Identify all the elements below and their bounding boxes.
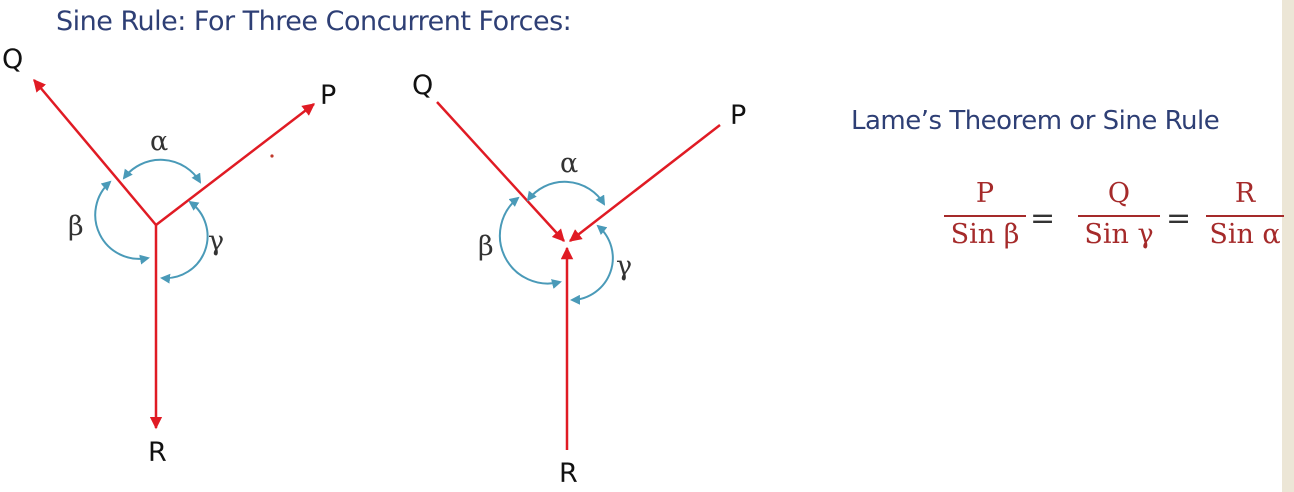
left-label-alpha: α xyxy=(150,126,168,157)
sine-rule-formula: P Sin β = Q Sin γ = R Sin α xyxy=(944,178,1284,268)
fraction-bar xyxy=(944,215,1026,217)
right-angle-beta-arc xyxy=(498,196,562,289)
right-force-q-arrow xyxy=(436,101,565,242)
lames-theorem-heading: Lame’s Theorem or Sine Rule xyxy=(851,106,1220,136)
fraction-denominator: Sin α xyxy=(1209,219,1281,250)
left-label-beta: β xyxy=(68,211,84,242)
slide-frame-edge xyxy=(1282,0,1294,492)
left-angle-alpha-arc xyxy=(122,158,202,184)
left-label-r: R xyxy=(148,437,167,468)
fraction-p-over-sin-beta: P Sin β xyxy=(944,178,1026,250)
left-force-q-arrow xyxy=(33,79,157,226)
fraction-denominator: Sin γ xyxy=(1084,219,1154,250)
fraction-bar xyxy=(1078,215,1160,217)
equals-sign: = xyxy=(1166,201,1192,236)
right-angle-alpha-arc xyxy=(526,180,606,206)
right-angle-gamma-arc xyxy=(570,224,614,305)
slide-title: Sine Rule: For Three Concurrent Forces: xyxy=(56,6,572,37)
right-label-gamma: γ xyxy=(616,251,632,282)
left-diagram: Q P R α β γ xyxy=(2,44,336,468)
right-label-alpha: α xyxy=(560,148,578,179)
right-diagram: Q P R α β γ xyxy=(412,70,746,489)
left-angle-beta-arc xyxy=(94,180,150,265)
fraction-numerator: R xyxy=(1234,178,1256,209)
fraction-denominator: Sin β xyxy=(950,219,1020,250)
equals-sign: = xyxy=(1030,201,1056,236)
right-label-r: R xyxy=(559,458,578,489)
left-angle-gamma-arc xyxy=(160,200,209,284)
right-label-q: Q xyxy=(412,70,433,101)
fraction-numerator: P xyxy=(975,178,995,209)
fraction-numerator: Q xyxy=(1107,178,1131,209)
right-force-p-arrow xyxy=(569,124,721,242)
stray-dot xyxy=(270,154,274,158)
left-label-p: P xyxy=(320,80,336,111)
left-label-q: Q xyxy=(2,44,23,75)
fraction-q-over-sin-gamma: Q Sin γ xyxy=(1078,178,1160,250)
right-label-beta: β xyxy=(478,231,494,262)
fraction-bar xyxy=(1206,215,1284,217)
right-label-p: P xyxy=(730,100,746,131)
fraction-r-over-sin-alpha: R Sin α xyxy=(1206,178,1284,250)
left-label-gamma: γ xyxy=(208,226,224,257)
